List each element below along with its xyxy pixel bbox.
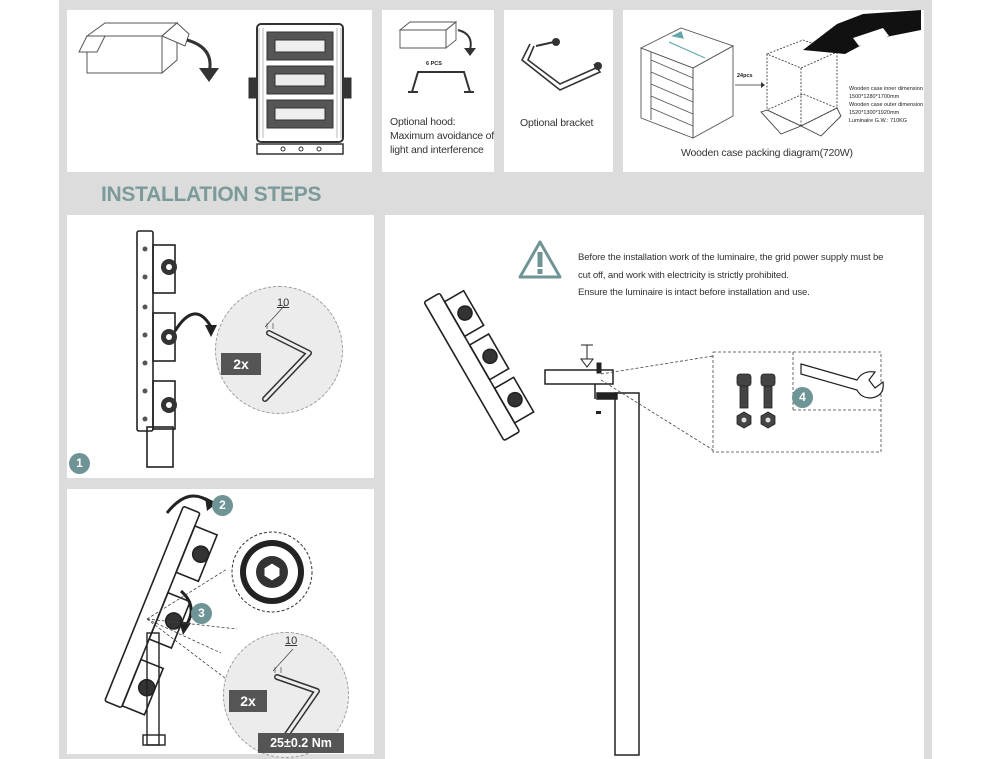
panel-optional-bracket: Optional bracket bbox=[504, 10, 613, 172]
step-2-badge: 2 bbox=[212, 495, 233, 516]
step-4-badge: 4 bbox=[792, 387, 813, 408]
panel-step-2-3: 2 3 10 2x 25±0.2 Nm bbox=[67, 489, 374, 758]
hood-qty-label: 6 PCS bbox=[426, 61, 442, 67]
packing-spec-5: Luminaire G.W.: 710KG bbox=[849, 118, 908, 124]
hand-icon bbox=[803, 10, 921, 54]
open-box-icon bbox=[78, 21, 219, 82]
hex-key-icon bbox=[262, 304, 312, 402]
hex-key-dimension: 10 bbox=[285, 635, 298, 647]
packing-spec-1: Wooden case inner dimension bbox=[849, 86, 923, 92]
warning-icon bbox=[518, 240, 562, 279]
arrow-icon bbox=[735, 82, 765, 88]
hood-icon bbox=[408, 71, 474, 93]
hood-caption-line-2: Maximum avoidance of bbox=[390, 130, 494, 142]
packing-spec-2: 1500*1280*1700mm bbox=[849, 94, 900, 100]
panel-luminaire-box bbox=[67, 10, 372, 172]
hex-key-dimension: 10 bbox=[277, 297, 290, 309]
panel-optional-hood: 6 PCS Optional hood: Maximum avoidance o… bbox=[382, 10, 494, 172]
step-3-badge: 3 bbox=[191, 603, 212, 624]
packing-spec-4: 1520*1300*1920mm bbox=[849, 110, 900, 116]
torque-tag: 25±0.2 Nm bbox=[258, 733, 344, 753]
hex-key-magnifier bbox=[215, 286, 343, 414]
packing-qty-label: 24pcs bbox=[737, 73, 753, 79]
panel-step-1: 10 2x 1 bbox=[67, 215, 374, 478]
bolts-and-nuts-icon bbox=[736, 373, 776, 429]
pole-assembly-icon bbox=[423, 289, 640, 756]
hex-key-qty-tag: 2x bbox=[229, 690, 267, 712]
bracket-caption: Optional bracket bbox=[520, 117, 594, 129]
luminaire-front-icon bbox=[248, 23, 352, 155]
packing-caption: Wooden case packing diagram(720W) bbox=[681, 147, 853, 159]
section-title: INSTALLATION STEPS bbox=[101, 183, 322, 206]
panel-step-4: 4 bbox=[385, 215, 924, 759]
rotate-arrow-icon bbox=[173, 312, 217, 337]
packing-crate-icon bbox=[639, 27, 735, 139]
hex-key-qty-tag: 2x bbox=[221, 353, 261, 375]
angle-dial-icon bbox=[231, 531, 313, 613]
hardware-leader-lines bbox=[600, 351, 882, 453]
bracket-icon bbox=[520, 38, 602, 91]
hood-caption-line-3: light and interference bbox=[390, 144, 484, 156]
rotate-arrow-icon bbox=[165, 494, 217, 514]
warning-text: Before the installation work of the lumi… bbox=[578, 249, 908, 302]
warning-line-3: Ensure the luminaire is intact before in… bbox=[578, 287, 810, 298]
packing-spec-3: Wooden case outer dimension bbox=[849, 102, 924, 108]
step-1-badge: 1 bbox=[69, 453, 90, 474]
warning-line-2: cut off, and work with electricity is st… bbox=[578, 269, 789, 281]
hex-key-icon bbox=[272, 648, 320, 746]
luminaire-side-icon bbox=[136, 230, 177, 468]
panel-packing-diagram: 24pcs Wooden case inner dimension 1500*1… bbox=[623, 10, 924, 172]
hood-caption-line-1: Optional hood: bbox=[390, 116, 456, 128]
hood-box-icon bbox=[398, 21, 476, 56]
warning-line-1: Before the installation work of the lumi… bbox=[578, 252, 884, 263]
wrench-icon bbox=[800, 363, 884, 399]
